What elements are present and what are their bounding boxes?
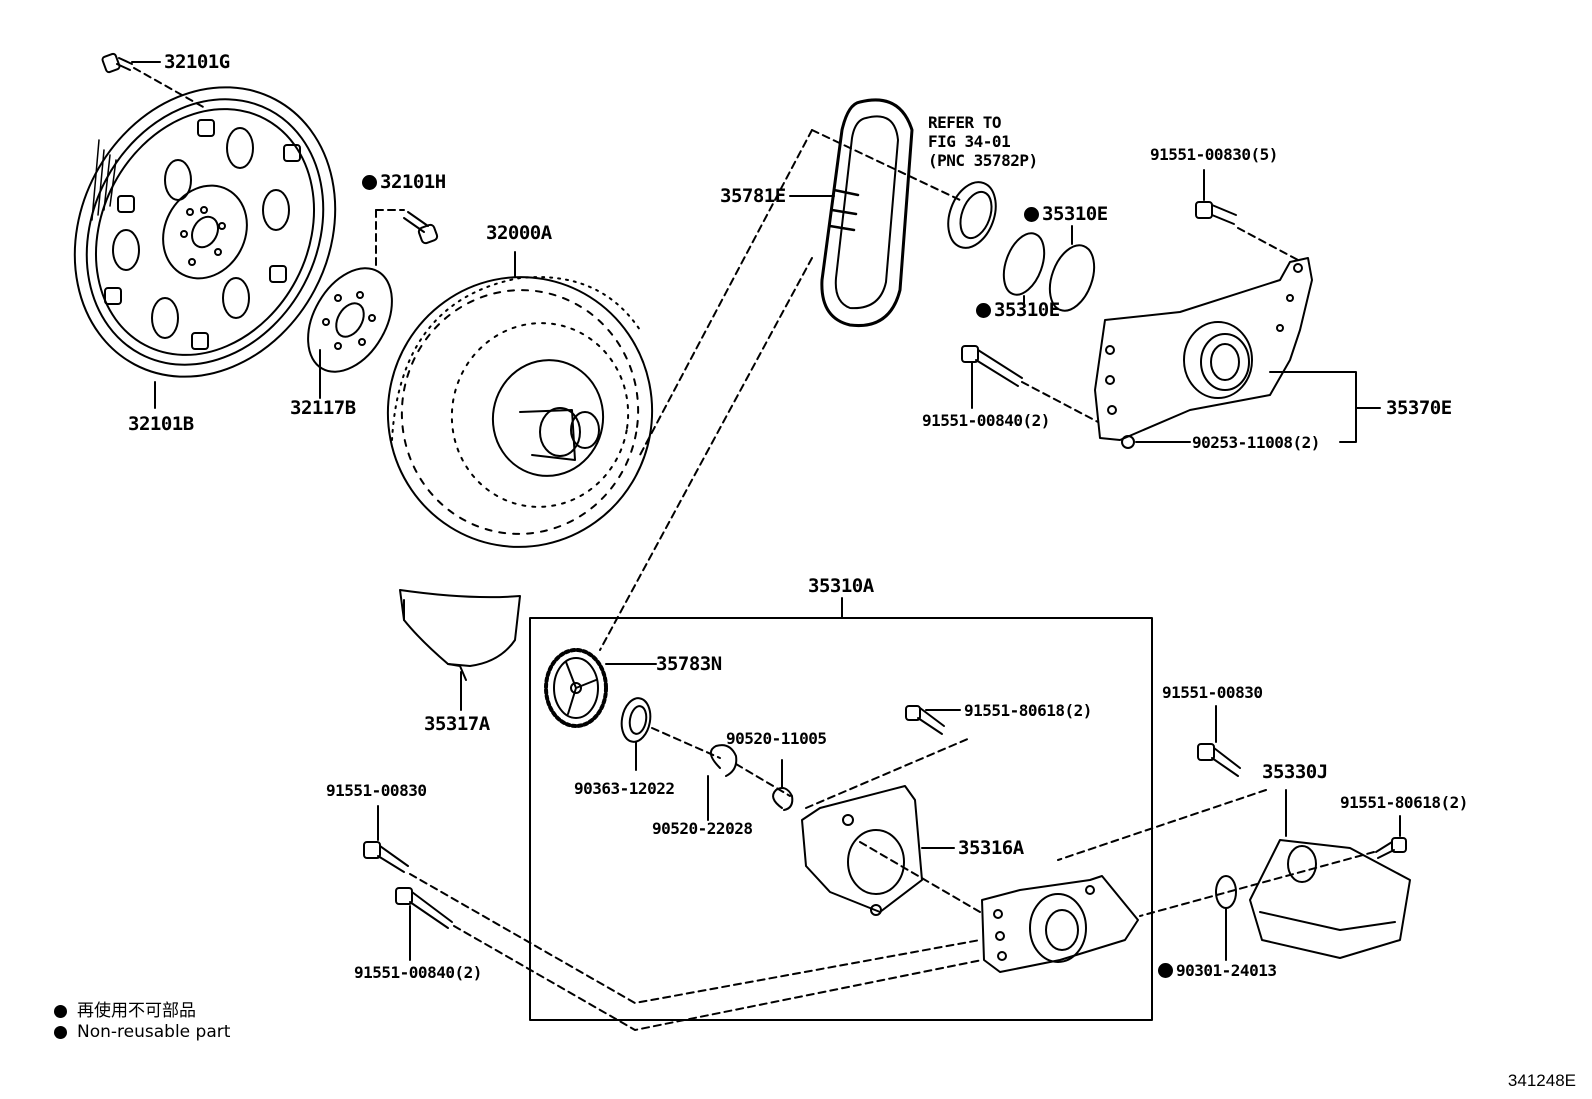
bolt-32101H xyxy=(375,209,439,269)
drive-plate-32101B xyxy=(73,86,337,378)
bolt-91551-00830-right xyxy=(1057,705,1267,861)
label-32117B: 32117B xyxy=(290,397,356,419)
non-reusable-dot-icon xyxy=(1158,963,1173,978)
label-91551-80618-2-center: 91551-80618(2) xyxy=(964,701,1092,720)
bolt-91551-80618-2-right xyxy=(1139,815,1407,917)
bolt-91551-00830-left xyxy=(363,805,981,1004)
label-35316A: 35316A xyxy=(958,837,1024,859)
label-35330J: 35330J xyxy=(1262,761,1328,783)
label-35310E-upper: 35310E xyxy=(1024,204,1108,224)
pump-body-35370E xyxy=(1094,257,1381,449)
label-90253-11008-2: 90253-11008(2) xyxy=(1192,433,1320,452)
cover-35317A xyxy=(399,589,521,711)
label-91551-00830-right: 91551-00830 xyxy=(1162,683,1263,702)
label-90520-11005: 90520-11005 xyxy=(726,729,827,748)
dash-chain-to-seal xyxy=(811,129,961,201)
label-35370E: 35370E xyxy=(1386,397,1452,419)
legend-dot-icon xyxy=(54,1026,67,1039)
strainer-35330J xyxy=(1249,789,1411,959)
bolt-91551-00830-5 xyxy=(1195,169,1299,261)
o-ring-90301-24013 xyxy=(1215,875,1237,961)
label-35781E: 35781E xyxy=(720,185,786,207)
label-91551-00830-left: 91551-00830 xyxy=(326,781,427,800)
label-32101G: 32101G xyxy=(164,51,230,73)
legend-en: Non-reusable part xyxy=(54,1022,230,1042)
legend-dot-icon xyxy=(54,1005,67,1018)
label-32000A: 32000A xyxy=(486,222,552,244)
torque-converter-32000A xyxy=(386,251,654,548)
bolt-91551-00840-2-upper xyxy=(961,345,1099,423)
label-91551-80618-2-right: 91551-80618(2) xyxy=(1340,793,1468,812)
oil-pump-assembly xyxy=(859,841,1139,973)
label-90363-12022: 90363-12022 xyxy=(574,779,675,798)
refer-note-line2: FIG 34-01 xyxy=(928,132,1011,151)
legend-jp: 再使用不可部品 xyxy=(54,996,196,1021)
non-reusable-dot-icon xyxy=(1024,207,1039,222)
bolt-91551-00840-2-lower xyxy=(395,887,983,1031)
bearing-90363-12022 xyxy=(620,697,721,771)
plate-32117B xyxy=(307,267,393,399)
snap-ring-90520-22028 xyxy=(707,744,791,821)
dash-chain-to-sprocket xyxy=(599,257,813,651)
label-35317A: 35317A xyxy=(424,713,490,735)
pump-cover-35316A xyxy=(801,737,971,916)
label-91551-00840-2-upper: 91551-00840(2) xyxy=(922,411,1050,430)
label-91551-00840-2-lower: 91551-00840(2) xyxy=(354,963,482,982)
bolt-91551-80618-2-center xyxy=(905,705,961,735)
label-35310E-lower: 35310E xyxy=(976,300,1060,320)
label-90301-24013: 90301-24013 xyxy=(1158,962,1277,980)
dash-chain-to-converter xyxy=(639,129,813,456)
refer-note-line1: REFER TO xyxy=(928,113,1002,132)
non-reusable-dot-icon xyxy=(976,303,991,318)
label-35783N: 35783N xyxy=(656,653,722,675)
figure-id: 341248E xyxy=(1507,1071,1576,1090)
bolt-32101G xyxy=(101,52,206,109)
label-32101H: 32101H xyxy=(362,172,446,192)
label-35310A: 35310A xyxy=(808,575,874,597)
snap-ring-90520-11005 xyxy=(772,759,794,811)
chain-35781E xyxy=(789,98,914,328)
refer-note-line3: (PNC 35782P) xyxy=(928,151,1038,170)
non-reusable-dot-icon xyxy=(362,175,377,190)
sprocket-35783N xyxy=(544,648,657,728)
label-91551-00830-5: 91551-00830(5) xyxy=(1150,145,1278,164)
oil-seal-group-35310E xyxy=(947,181,1096,312)
label-32101B: 32101B xyxy=(128,413,194,435)
label-90520-22028: 90520-22028 xyxy=(652,819,753,838)
